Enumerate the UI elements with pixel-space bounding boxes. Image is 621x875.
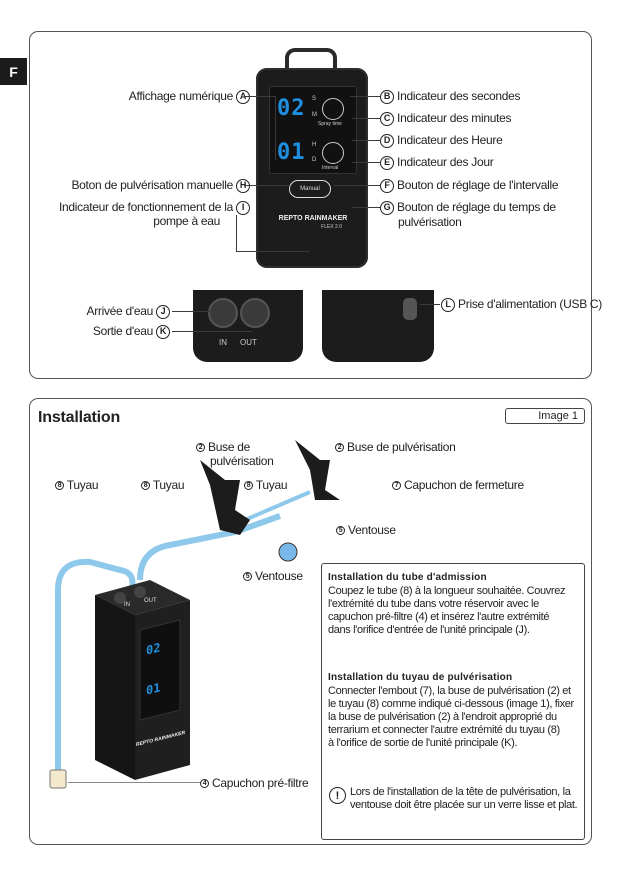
label-g-2: pulvérisation: [398, 215, 462, 229]
brand-label: REPTO RAINMAKER: [278, 215, 348, 222]
iso-in-label: IN: [124, 602, 130, 608]
spray-line-2: le tuyau (8) comme indiqué ci-dessous (i…: [328, 698, 574, 710]
spray-line-1: Connecter l'embout (7), la buse de pulvé…: [328, 685, 571, 697]
label-j: Arrivée d'eau J: [60, 304, 170, 319]
letter-g: G: [380, 200, 394, 215]
spray-line-3: la buse de pulvérisation (2) à l'endroit…: [328, 711, 557, 723]
num-tuyau-3: 8: [244, 481, 253, 491]
outlet-port: [240, 298, 270, 328]
device-side-view: [322, 290, 434, 362]
spray-time-label: Spray time: [318, 121, 342, 127]
device-hanger: [285, 48, 337, 68]
label-capuchon: 7 Capuchon de fermeture: [392, 478, 524, 492]
label-e: E Indicateur des Jour: [380, 155, 494, 170]
interval-label: Interval: [322, 165, 339, 171]
interval-button[interactable]: [322, 142, 344, 164]
letter-i: I: [236, 200, 250, 215]
label-b: B Indicateur des secondes: [380, 89, 521, 104]
label-buse-a: 2 Buse de: [196, 440, 250, 454]
h-indicator: H: [312, 142, 317, 148]
num-tuyau-1: 8: [55, 481, 64, 491]
label-c: C Indicateur des minutes: [380, 111, 511, 126]
warning-line-1: Lors de l'installation de la tête de pul…: [350, 786, 571, 798]
label-prefiltre: 4 Capuchon pré-filtre: [200, 776, 309, 790]
d-indicator: D: [312, 157, 317, 163]
label-d: D Indicateur des Heure: [380, 133, 503, 148]
spray-line-5: à l'orifice de sortie de l'unité princip…: [328, 737, 518, 749]
model-label: FLEX 2.0: [321, 224, 342, 230]
label-tuyau-1: 8 Tuyau: [55, 478, 99, 492]
inlet-port: [208, 298, 238, 328]
label-ventouse-1: 5 Ventouse: [336, 523, 396, 537]
num-prefiltre: 4: [200, 779, 209, 789]
label-k: Sortie d'eau K: [60, 324, 170, 339]
label-manual: Boton de pulvérisation manuelle H: [40, 178, 250, 193]
device-screen: [269, 86, 357, 174]
warning-line-2: ventouse doit être placée sur un verre l…: [350, 799, 578, 811]
letter-f: F: [380, 178, 394, 193]
letter-j: J: [156, 304, 170, 319]
label-pump-2: pompe à eau: [153, 214, 220, 228]
s-indicator: S: [312, 96, 317, 102]
installation-title: Installation: [38, 409, 121, 426]
label-tuyau-3: 8 Tuyau: [244, 478, 288, 492]
intake-line-4: dans l'orifice d'entrée de l'unité princ…: [328, 624, 530, 636]
letter-c: C: [380, 111, 394, 126]
num-buse-b: 2: [335, 443, 344, 453]
letter-k: K: [156, 324, 170, 339]
label-pump: Indicateur de fonctionnement de la I: [40, 200, 250, 215]
installation-illustration: [49, 440, 340, 789]
intake-line-1: Coupez le tube (8) à la longueur souhait…: [328, 585, 566, 597]
num-ventouse-1: 5: [336, 526, 345, 536]
spray-title: Installation du tuyau de pulvérisation: [328, 672, 513, 683]
letter-d: D: [380, 133, 394, 148]
digits-top: 02: [277, 96, 306, 121]
letter-l: L: [441, 297, 455, 312]
num-ventouse-2: 5: [243, 572, 252, 582]
letter-b: B: [380, 89, 394, 104]
intake-line-3: capuchon pré-filtre (4) et insérez l'aut…: [328, 611, 550, 623]
label-ventouse-2: 5 Ventouse: [243, 569, 303, 583]
installation-panel: [29, 398, 592, 845]
label-affichage: Affichage numérique A: [60, 89, 250, 104]
image-label: Image 1: [505, 408, 585, 424]
iso-out-label: OUT: [144, 598, 157, 604]
in-label: IN: [219, 338, 227, 347]
intake-line-2: l'extrémité du tube dans votre réservoir…: [328, 598, 539, 610]
digits-bottom: 01: [277, 140, 306, 165]
label-buse-a-2: pulvérisation: [210, 454, 274, 468]
label-tuyau-2: 8 Tuyau: [141, 478, 185, 492]
label-l: L Prise d'alimentation (USB C): [441, 297, 602, 312]
num-tuyau-2: 8: [141, 481, 150, 491]
warning-icon: !: [329, 787, 346, 804]
instructions-box: [321, 563, 585, 840]
section-tab: F: [0, 58, 27, 85]
letter-e: E: [380, 155, 394, 170]
overview-panel: [29, 31, 592, 379]
label-f: F Bouton de réglage de l'intervalle: [380, 178, 559, 193]
spray-time-button[interactable]: [322, 98, 344, 120]
usb-port: [403, 298, 417, 320]
intake-title: Installation du tube d'admission: [328, 572, 487, 583]
m-indicator: M: [312, 112, 317, 118]
num-capuchon: 7: [392, 481, 401, 491]
label-buse-b: 2 Buse de pulvérisation: [335, 440, 456, 454]
num-buse-a: 2: [196, 443, 205, 453]
label-g: G Bouton de réglage du temps de: [380, 200, 556, 215]
out-label: OUT: [240, 338, 257, 347]
spray-line-4: terrarium et connecter l'autre extrémité…: [328, 724, 560, 736]
manual-button[interactable]: Manual: [289, 180, 331, 198]
